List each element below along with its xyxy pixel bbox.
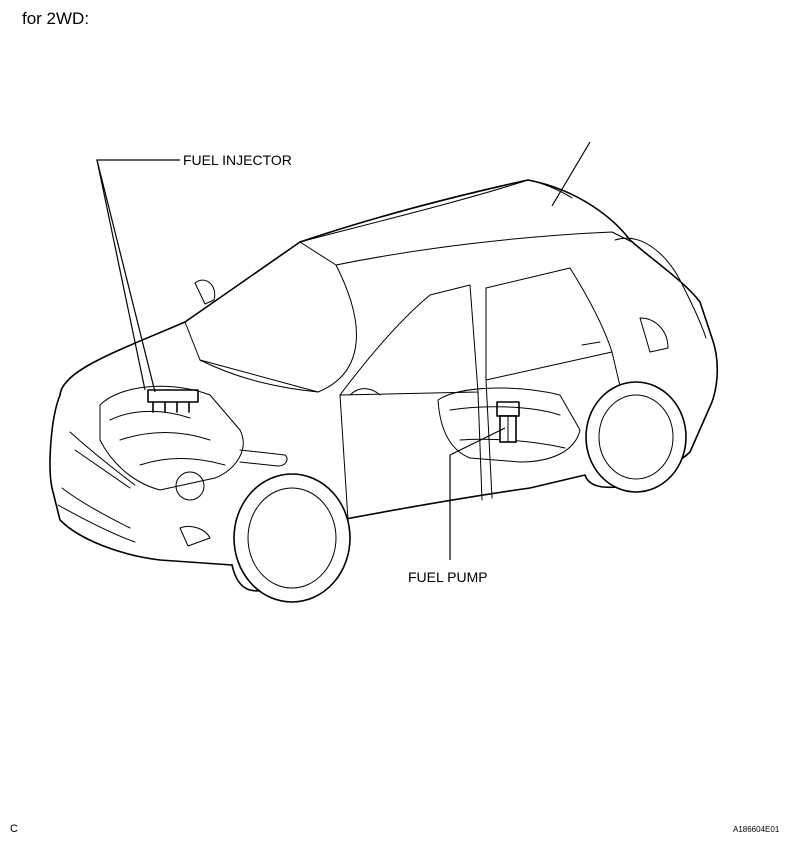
fuel-pump-label: FUEL PUMP bbox=[408, 569, 488, 585]
unlabeled-leader bbox=[551, 141, 591, 207]
fuel-injector-leader bbox=[96, 159, 180, 393]
car-body bbox=[49, 179, 719, 592]
fuel-injector-label: FUEL INJECTOR bbox=[183, 152, 292, 168]
fuel-injector-icon bbox=[147, 389, 199, 413]
fuel-pump-leader-tip bbox=[449, 427, 506, 456]
figure-code: A186604E01 bbox=[733, 825, 780, 834]
rear-wheel bbox=[585, 381, 687, 493]
corner-mark: C bbox=[10, 823, 18, 835]
page-title: for 2WD: bbox=[22, 9, 90, 28]
fuel-pump-icon bbox=[496, 401, 520, 443]
front-wheel bbox=[233, 473, 351, 603]
engine-assembly bbox=[99, 385, 288, 501]
